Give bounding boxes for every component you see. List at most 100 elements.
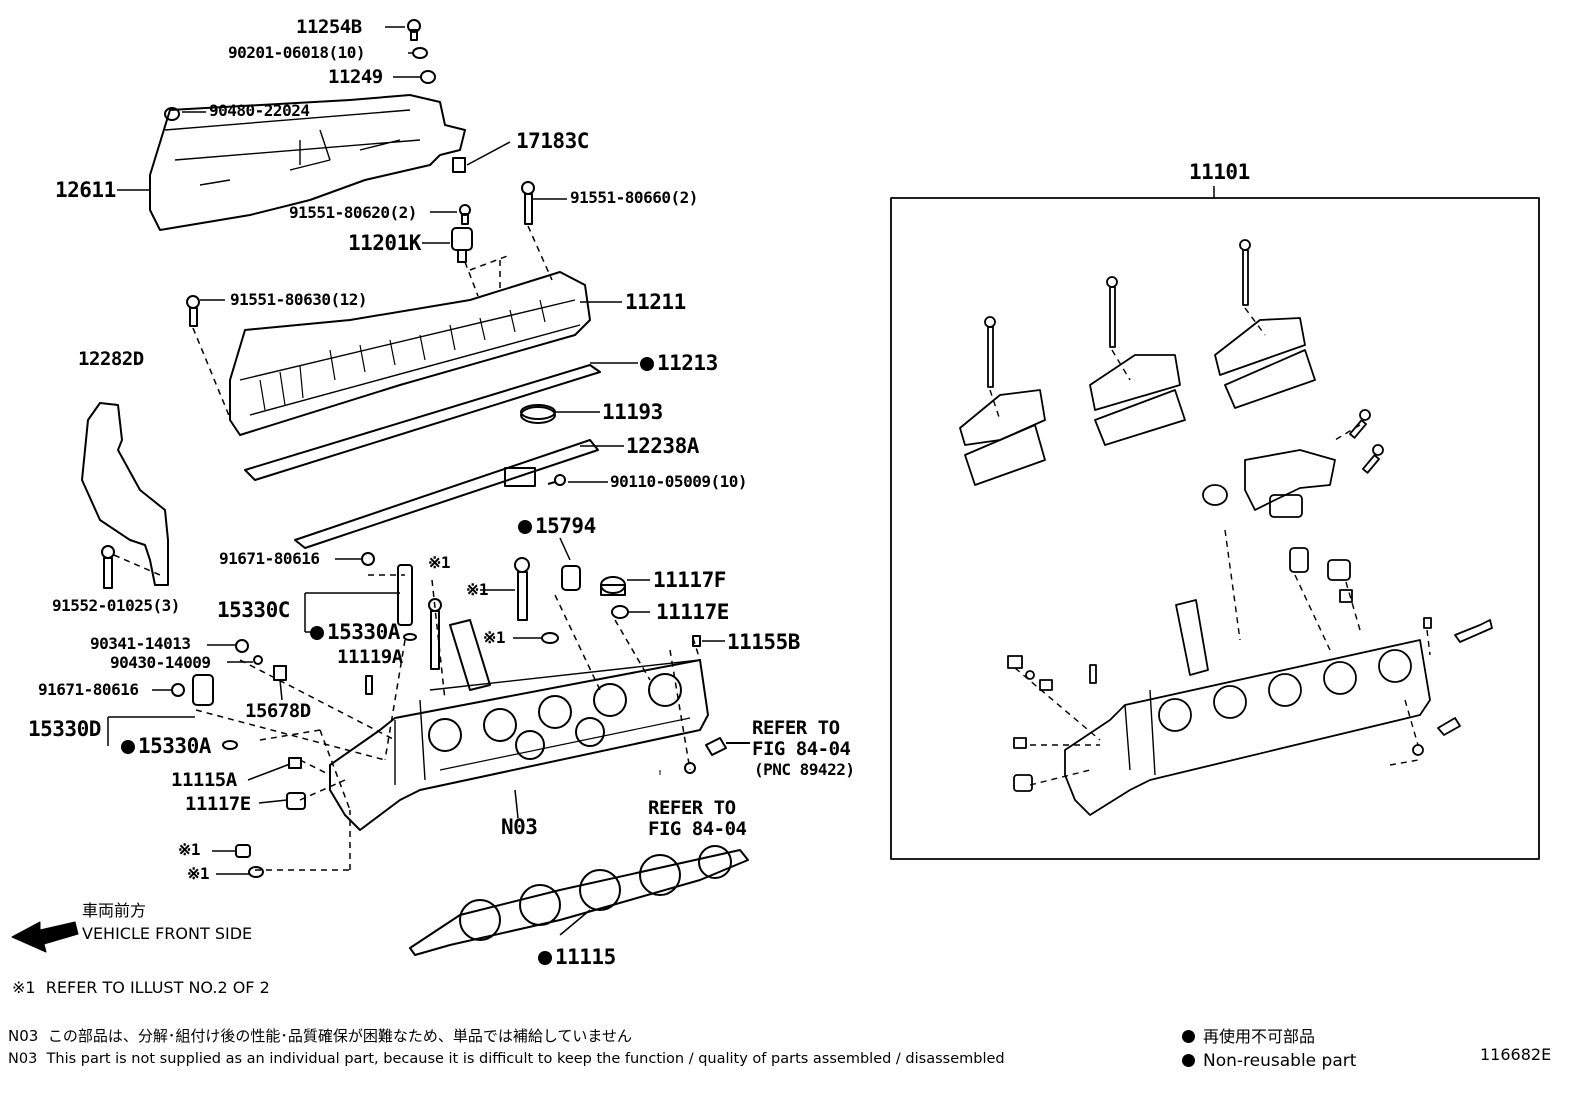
washer-90430 xyxy=(253,655,263,665)
tube xyxy=(449,619,491,691)
label-12611: 12611 xyxy=(55,178,116,202)
label-11213: 11213 xyxy=(640,353,718,374)
n03-note-en: N03 This part is not supplied as an indi… xyxy=(8,1052,1005,1067)
bolt-91551-80660 xyxy=(521,181,535,225)
ref-text: REFER TO ILLUST NO.2 OF 2 xyxy=(45,978,270,997)
bullet-icon xyxy=(1182,1030,1195,1043)
label-11117F: 11117F xyxy=(653,568,726,592)
plug-11117F xyxy=(600,576,626,596)
label-refer2-l2: FIG 84-04 xyxy=(648,818,747,840)
label-ref1-c: ※1 xyxy=(483,628,506,647)
cover-12611 xyxy=(149,94,466,231)
front-arrow xyxy=(11,921,79,953)
label-90430-14009: 90430-14009 xyxy=(110,653,211,672)
label-11211: 11211 xyxy=(625,290,686,314)
label-17183C: 17183C xyxy=(516,129,589,153)
label-11119A: 11119A xyxy=(337,646,403,668)
gasket-11213 xyxy=(244,364,601,481)
label-11117E-b: 11117E xyxy=(185,793,251,815)
label-11201K: 11201K xyxy=(348,231,421,255)
valve-15330D xyxy=(192,674,214,706)
washer-ref1-e xyxy=(248,866,264,878)
washer-ref1 xyxy=(541,632,559,644)
sensor-11201K xyxy=(451,227,473,263)
nut-ref1-d xyxy=(235,844,251,858)
bullet-icon xyxy=(1182,1054,1195,1067)
ref-note: ※1 REFER TO ILLUST NO.2 OF 2 xyxy=(12,980,270,996)
label-91551-80660: 91551-80660(2) xyxy=(570,188,698,207)
front-label-jp: 車両前方 xyxy=(82,901,147,920)
figure-code: 116682E xyxy=(1480,1045,1552,1064)
bolt-11254B xyxy=(407,19,421,41)
label-ref1-b: ※1 xyxy=(466,580,489,599)
ref-mark: ※1 xyxy=(12,978,36,997)
label-90110-05009: 90110-05009(10) xyxy=(610,472,748,491)
label-90480-22024: 90480-22024 xyxy=(209,101,310,120)
label-90201-06018: 90201-06018(10) xyxy=(228,43,366,62)
front-label-en: VEHICLE FRONT SIDE xyxy=(82,924,253,943)
label-91552-01025: 91552-01025(3) xyxy=(52,596,180,615)
gasket-11115 xyxy=(409,849,749,956)
label-refer1-l1: REFER TO xyxy=(752,717,840,739)
n03-code-jp: N03 xyxy=(8,1027,39,1045)
label-15794: 15794 xyxy=(518,516,596,537)
oring-15330A-b xyxy=(222,740,238,750)
label-refer2-l1: REFER TO xyxy=(648,797,736,819)
label-15330A-b: 15330A xyxy=(121,736,211,757)
label-15330C: 15330C xyxy=(217,598,290,622)
bolt-91671-a xyxy=(361,552,375,566)
label-11101: 11101 xyxy=(1189,160,1250,184)
oring-refer xyxy=(684,762,696,774)
label-12238A: 12238A xyxy=(626,434,699,458)
label-refer1-l3: (PNC 89422) xyxy=(754,760,855,779)
label-91671-80616-b: 91671-80616 xyxy=(38,680,139,699)
screw-90110 xyxy=(547,474,566,486)
label-11155B: 11155B xyxy=(727,630,800,654)
label-11115: 11115 xyxy=(538,947,616,968)
grommet-11249 xyxy=(420,70,436,84)
seal-11193 xyxy=(520,406,556,424)
label-11193: 11193 xyxy=(602,400,663,424)
label-ref1-a: ※1 xyxy=(428,553,451,572)
legend-jp-text: 再使用不可部品 xyxy=(1203,1027,1316,1046)
cylinder-head-11101 xyxy=(1064,639,1431,816)
label-12282D: 12282D xyxy=(78,348,144,370)
label-ref1-d: ※1 xyxy=(178,840,201,859)
head-cover-11211 xyxy=(229,271,591,436)
assembly-box-11101 xyxy=(890,197,1540,860)
label-91551-80620: 91551-80620(2) xyxy=(289,203,417,222)
label-11254B: 11254B xyxy=(296,16,362,38)
tensioner-15330C xyxy=(397,564,413,626)
bolt-90341 xyxy=(235,639,249,653)
pin-11155B xyxy=(692,635,701,647)
plug-11117E-b xyxy=(286,792,306,810)
plate-12238A xyxy=(294,439,599,549)
bolt-ref1-a xyxy=(428,598,442,670)
washer-90201 xyxy=(412,47,428,59)
label-N03: N03 xyxy=(501,815,538,839)
bolt-91551-80630 xyxy=(186,295,200,327)
bolt-91552 xyxy=(101,545,115,589)
label-15678D: 15678D xyxy=(245,700,311,722)
legend-en: Non-reusable part xyxy=(1182,1053,1356,1070)
bolt-ref1-b xyxy=(514,557,530,621)
label-91671-80616-a: 91671-80616 xyxy=(219,549,320,568)
n03-text-en: This part is not supplied as an individu… xyxy=(46,1051,1005,1067)
pin-11115A xyxy=(288,757,302,769)
n03-note-jp: N03 この部品は、分解･組付け後の性能･品質確保が困難なため、単品では補給して… xyxy=(8,1029,632,1044)
label-15330A-a: 15330A xyxy=(310,622,400,643)
bracket-12282D xyxy=(81,402,169,586)
label-11117E-a: 11117E xyxy=(656,600,729,624)
bolt-91551-80620 xyxy=(459,204,471,225)
sensor-89422 xyxy=(705,737,750,756)
legend-en-text: Non-reusable part xyxy=(1203,1051,1357,1071)
grommet-90480 xyxy=(164,107,180,121)
label-11249: 11249 xyxy=(328,66,383,88)
seal-15794 xyxy=(561,565,581,591)
label-refer1-l2: FIG 84-04 xyxy=(752,738,851,760)
clip-17183C xyxy=(452,157,466,173)
label-11115A: 11115A xyxy=(171,769,237,791)
sensor-15678D xyxy=(273,665,287,681)
cylinder-head-N03 xyxy=(329,659,709,831)
